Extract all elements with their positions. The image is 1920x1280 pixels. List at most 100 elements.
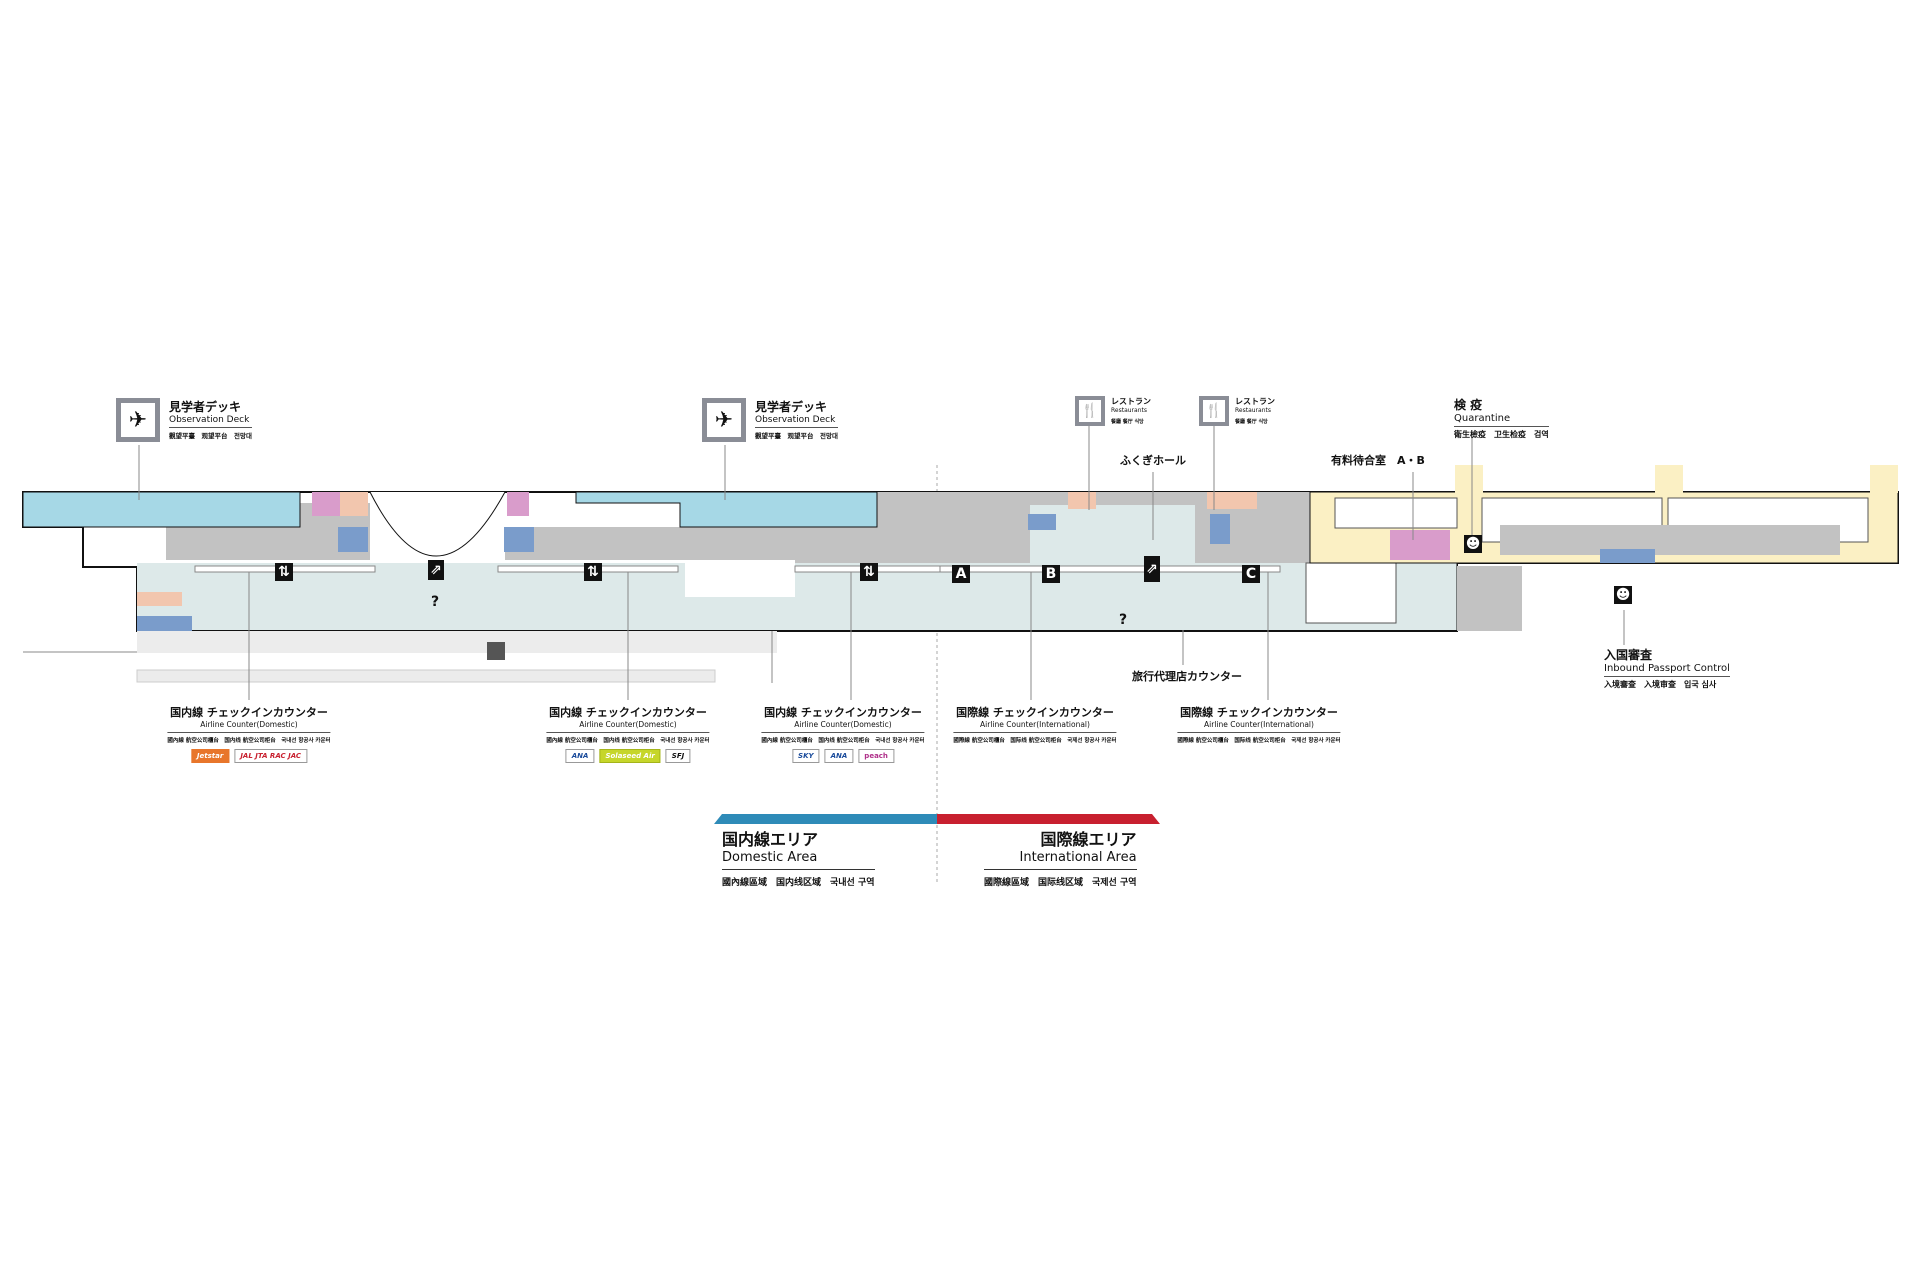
wheelchair-icon (487, 642, 505, 660)
airline-logo: Solaseed Air (599, 749, 661, 763)
road-island (136, 669, 716, 683)
sign-en: Quarantine (1454, 413, 1549, 427)
counter-jp: 国内線 チェックインカウンター (549, 706, 707, 719)
counter-en: Airline Counter(Domestic) (167, 720, 331, 733)
airline-logo: Jetstar (190, 749, 230, 763)
counter-en: Airline Counter(Domestic) (546, 720, 710, 733)
check-in-icon: ⇅ (584, 563, 602, 581)
travel-agency-label: 旅行代理店カウンター (1132, 670, 1242, 683)
information-icon: ? (1119, 612, 1128, 628)
airline-logo: peach (858, 749, 894, 763)
restroom-block (504, 527, 534, 552)
counter-multi: 國際線 航空公司櫃台 国际线 航空公司柜台 국제선 항공사 카운터 (1177, 738, 1341, 744)
airline-logo: JAL JTA RAC JAC (234, 749, 308, 763)
sign-multi: 餐廳 餐厅 식당 (1111, 419, 1144, 425)
sign-multi: 餐廳 餐厅 식당 (1235, 419, 1268, 425)
sign-jp: レストラン (1111, 397, 1151, 406)
restricted-zone (1457, 566, 1522, 631)
curbside (137, 631, 777, 653)
counter-en: Airline Counter(Domestic) (761, 720, 925, 733)
sign-jp: 見学者デッキ (755, 400, 828, 414)
fukugi-hall-label: ふくぎホール (1120, 454, 1186, 467)
sign-multi: 觀望平臺 观望平台 전망대 (755, 432, 838, 440)
passport-officer-icon: ☻ (1614, 586, 1632, 604)
sign-jp: 検 疫 (1454, 398, 1483, 412)
restroom-block (1210, 514, 1230, 544)
observation-deck-area (575, 491, 878, 528)
quarantine-officer-icon: ☻ (1464, 535, 1482, 553)
airline-logo: SFJ (665, 749, 691, 763)
airline-logo: ANA (824, 749, 854, 763)
leader-lines (138, 425, 1625, 700)
sign-multi: 觀望平臺 观望平台 전망대 (169, 432, 252, 440)
counter-en: Airline Counter(International) (953, 720, 1117, 733)
domestic-counter-label: 国内線 チェックインカウンター Airline Counter(Domestic… (167, 704, 331, 763)
sign-multi: 衛生檢疫 卫生检疫 검역 (1454, 430, 1549, 439)
area-jp: 国内線エリア (722, 830, 819, 849)
counter-marker-A: A (952, 565, 970, 583)
sign-jp: 入国審査 (1604, 648, 1653, 662)
counter-strip (939, 565, 1281, 573)
counter-multi: 國內線 航空公司櫃台 国内线 航空公司柜台 국내선 항공사 카운터 (167, 738, 331, 744)
counter-jp: 国際線 チェックインカウンター (1180, 706, 1338, 719)
check-in-icon: ⇅ (860, 563, 878, 581)
counter-multi: 國內線 航空公司櫃台 国内线 航空公司柜台 국내선 항공사 카운터 (546, 738, 710, 744)
check-in-icon: ⇅ (275, 563, 293, 581)
observation-deck-icon: ✈ (702, 398, 746, 442)
area-jp: 国際線エリア (1040, 830, 1137, 849)
sign-jp: レストラン (1235, 397, 1275, 406)
counter-jp: 国内線 チェックインカウンター (764, 706, 922, 719)
restaurant-icon: 🍴 (1199, 396, 1229, 426)
restricted-zone (1500, 525, 1840, 555)
international-counter-label: 国際線 チェックインカウンター Airline Counter(Internat… (1177, 704, 1341, 744)
airline-logo: SKY (792, 749, 820, 763)
international-counter-label: 国際線 チェックインカウンター Airline Counter(Internat… (953, 704, 1117, 744)
domestic-area-bar (714, 814, 937, 824)
restaurant-block (137, 592, 182, 606)
sign-multi: 入境審查 入境审查 입국 심사 (1604, 680, 1717, 689)
counter-jp: 国内線 チェックインカウンター (170, 706, 328, 719)
restaurant-block (340, 492, 368, 516)
restaurant-block (1207, 492, 1257, 509)
counter-multi: 國際線 航空公司櫃台 国际线 航空公司柜台 국제선 항공사 카운터 (953, 738, 1117, 744)
sign-jp: 見学者デッキ (169, 400, 242, 414)
counter-marker-B: B (1042, 565, 1060, 583)
sign-en: Restaurants (1235, 407, 1271, 414)
counter-multi: 國內線 航空公司櫃台 国内线 航空公司柜台 국내선 항공사 카운터 (761, 738, 925, 744)
area-multi: 國內線區域 国内线区域 국내선 구역 (722, 878, 875, 888)
departure-hall (137, 563, 1457, 631)
airline-logo: ANA (565, 749, 595, 763)
restricted-zone (505, 527, 680, 560)
restroom-block (1028, 514, 1056, 530)
counter-jp: 国際線 チェックインカウンター (956, 706, 1114, 719)
restroom-block (137, 616, 192, 631)
counter-marker-C: C (1242, 565, 1260, 583)
restroom-block (1600, 549, 1655, 563)
escalator-icon: ⇗ (428, 560, 444, 580)
restaurant-block (1068, 492, 1096, 509)
sign-en: Observation Deck (169, 415, 252, 428)
observation-deck-icon: ✈ (116, 398, 160, 442)
domestic-counter-label: 国内線 チェックインカウンター Airline Counter(Domestic… (546, 704, 710, 763)
restaurant-icon: 🍴 (1075, 396, 1105, 426)
paid-lounge-label: 有料待合室 A・B (1331, 454, 1425, 467)
restricted-zone (166, 503, 370, 560)
restroom-block (338, 527, 368, 552)
shop-block (507, 492, 529, 516)
counter-en: Airline Counter(International) (1177, 720, 1341, 733)
sign-en: Inbound Passport Control (1604, 663, 1730, 677)
fukugi-hall-area (1030, 505, 1195, 565)
observation-deck-area (22, 491, 301, 528)
paid-lounge-block (1390, 530, 1450, 560)
area-en: Domestic Area (722, 850, 875, 870)
sign-en: Restaurants (1111, 407, 1147, 414)
area-en: International Area (984, 850, 1137, 870)
domestic-counter-label: 国内線 チェックインカウンター Airline Counter(Domestic… (761, 704, 925, 763)
